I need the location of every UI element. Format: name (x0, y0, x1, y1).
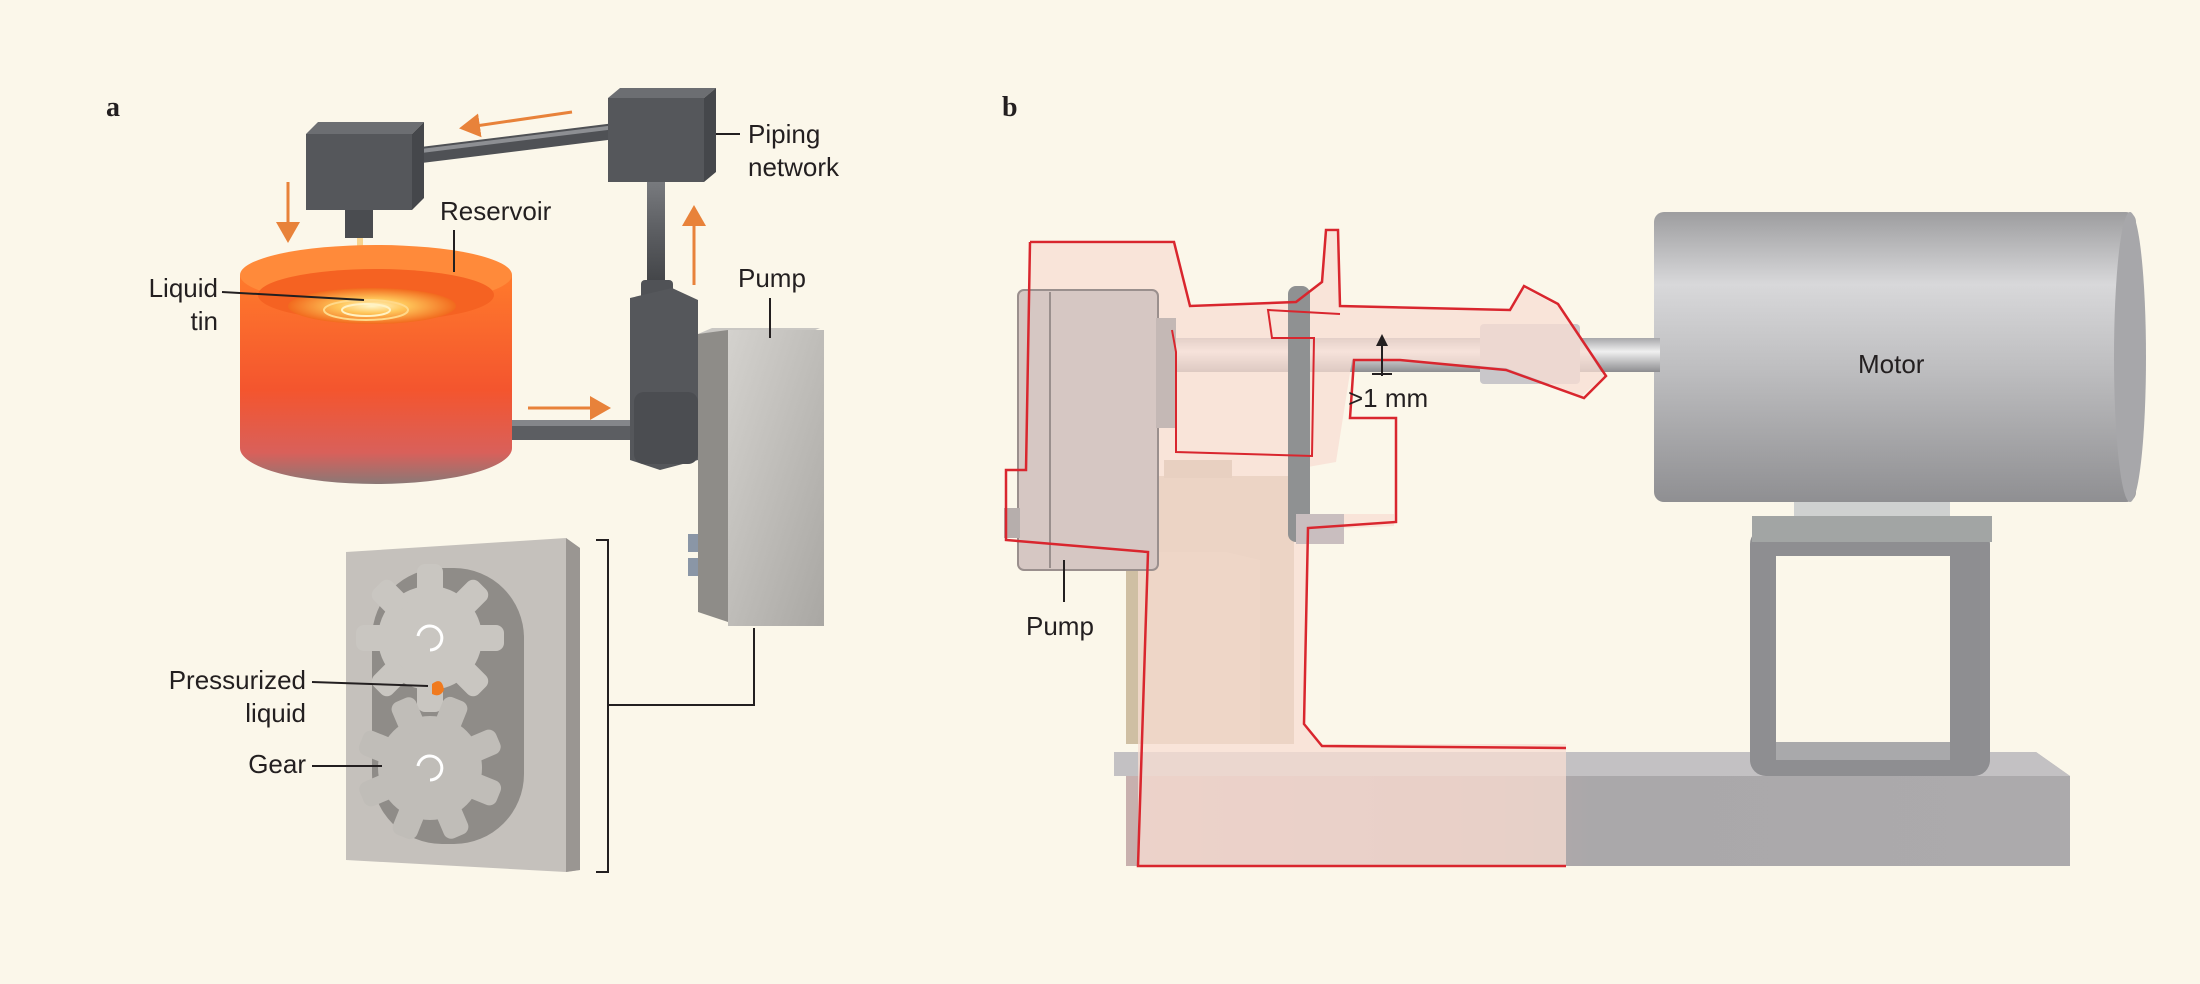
panel-a-letter: a (106, 92, 120, 123)
motor-body (1654, 212, 2136, 502)
pressurized-label-line1: Pressurized (168, 665, 306, 695)
pump-assembly (630, 288, 824, 626)
pump-front-face (728, 330, 824, 626)
pump-label-a: Pump (738, 263, 806, 293)
ripple-2 (323, 299, 409, 321)
bracket-connector (608, 628, 755, 706)
pump-inlet-pipe-highlight (508, 420, 638, 426)
motor-end-cap (2114, 212, 2146, 502)
section-bracket (596, 539, 609, 873)
flow-arrows (276, 110, 706, 420)
liquid-label-line1: Liquid (148, 273, 218, 303)
pump-bolt-2 (688, 558, 698, 576)
flow-arrow-top (459, 110, 573, 138)
piping-valve-block (608, 88, 716, 182)
panel-b (1004, 212, 2146, 868)
pump-b-housing (1017, 289, 1159, 571)
liquid-label-line2: tin (190, 306, 218, 336)
red-outline-inner (1171, 308, 1341, 458)
motor-label: Motor (1858, 349, 1925, 379)
piping-label-line2: network (748, 152, 840, 182)
ripple-1 (341, 303, 391, 317)
pump-bolt-1 (688, 534, 698, 552)
gear-cross-section (346, 538, 580, 872)
reservoir-label: Reservoir (440, 196, 552, 226)
gap-label: >1 mm (1348, 383, 1429, 413)
pressurized-label-line2: liquid (245, 698, 306, 728)
lower-gear (358, 696, 502, 840)
red-outline-lower (1004, 241, 1566, 868)
rotate-icon (416, 754, 444, 782)
pump-inlet-housing (634, 392, 698, 464)
disc-flange (1288, 286, 1310, 542)
panel-a-leaders (221, 133, 771, 767)
panel-b-letter: b (1002, 92, 1018, 123)
rotate-icon (416, 624, 444, 652)
pump-b-nozzle (1004, 508, 1020, 538)
pressurized-liquid-label: Pressurized liquid (146, 664, 306, 730)
pump-b (1004, 289, 1176, 571)
upper-gear (356, 564, 504, 712)
pump-side-face (698, 330, 728, 622)
liquid-tin-surface (288, 288, 456, 324)
panel-a (221, 88, 824, 873)
pump-b-flange (1156, 318, 1176, 428)
gear-label: Gear (248, 749, 306, 779)
gap-arrow-icon (1376, 334, 1388, 346)
motor (1654, 212, 2146, 502)
reservoir-body (240, 275, 512, 484)
piping-network-label: Piping network (748, 118, 839, 184)
disc-bolt (1296, 514, 1344, 544)
pressurized-liquid-blob (432, 681, 444, 696)
red-outline-upper (1030, 228, 1608, 750)
liquid-tin-label: Liquid tin (136, 272, 218, 338)
vertical-pipe (647, 175, 665, 295)
piping-label-line1: Piping (748, 119, 821, 149)
reservoir (240, 245, 512, 484)
motor-stand (1750, 488, 1992, 776)
pump-label-b: Pump (1026, 611, 1094, 641)
